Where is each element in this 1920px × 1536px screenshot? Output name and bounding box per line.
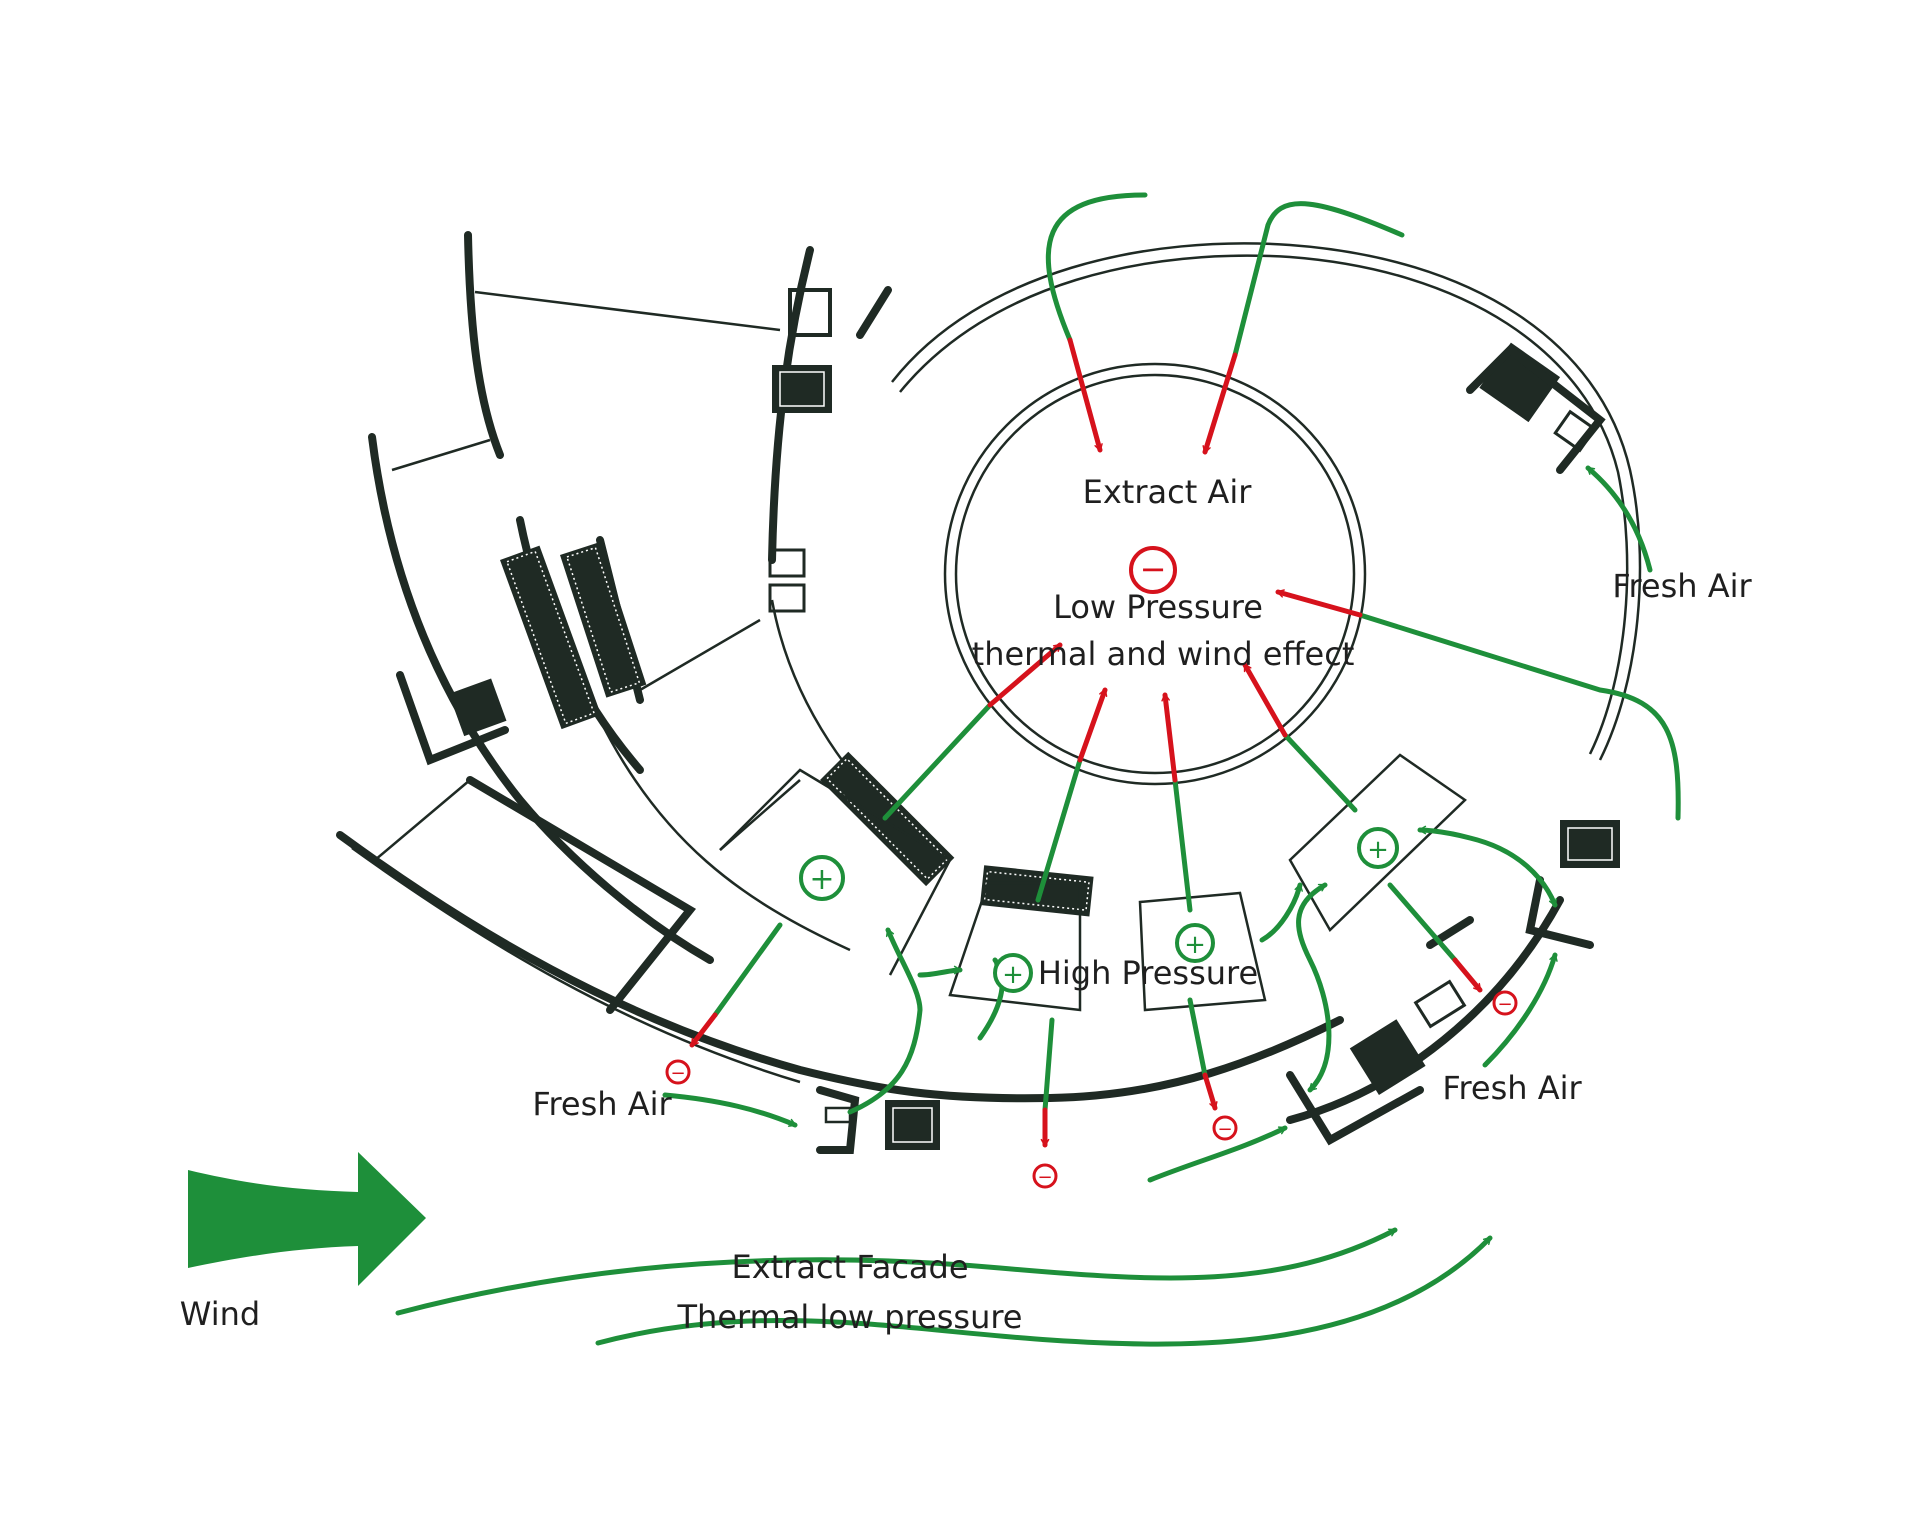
svg-text:+: + (809, 862, 834, 897)
core-se-loop (1296, 882, 1332, 1093)
west-core-wall-2 (856, 286, 892, 339)
radial-line-2 (391, 438, 491, 472)
label-low-pressure: Low Pressure (1053, 588, 1263, 626)
plus-circle-icon: + (799, 855, 845, 901)
inner-arc-2 (598, 719, 851, 952)
outer-facade (891, 242, 1642, 761)
south-facade (336, 831, 1344, 1103)
outer-facade-bottom (1286, 896, 1564, 1124)
core-se-link (1259, 882, 1303, 943)
plus-circle-icon: + (1357, 827, 1399, 869)
svg-text:−: − (1140, 550, 1167, 588)
label-fresh-air-bottom-right: Fresh Air (1442, 1069, 1582, 1107)
minus-circle-icon: − (1032, 1163, 1058, 1189)
radial-line-1 (474, 290, 781, 332)
atrium-ring (943, 362, 1367, 786)
fresh-air-se-flow (1147, 1125, 1288, 1183)
atrium-ring-inner (954, 373, 1356, 775)
extract-inflow-right-red (1202, 352, 1238, 455)
core-e-loop (1417, 825, 1558, 908)
west-wall-outer (464, 231, 504, 459)
outflow-west-red (689, 1012, 718, 1048)
svg-text:−: − (1217, 1119, 1232, 1140)
radial-line-4 (639, 618, 761, 692)
core-northeast (1466, 342, 1606, 474)
label-fresh-air-right: Fresh Air (1612, 567, 1752, 605)
label-extract-facade: Extract Facade (731, 1248, 968, 1286)
facade-flow-2 (595, 1235, 1493, 1347)
east-inflow (1357, 612, 1681, 821)
svg-text:+: + (1002, 960, 1024, 990)
escalator-4 (980, 865, 1094, 917)
label-extract-air: Extract Air (1083, 473, 1253, 511)
minus-circle-icon: − (1492, 990, 1518, 1016)
plus-circle-icon: + (1175, 923, 1215, 963)
core-west (396, 671, 509, 766)
extract-inflow-left-red (1067, 337, 1103, 453)
label-thermal-low-pressure: Thermal low pressure (677, 1298, 1023, 1336)
extract-inflow-right (1232, 201, 1405, 358)
label-fresh-air-left: Fresh Air (532, 1085, 672, 1123)
facade-flow-1 (395, 1227, 1398, 1316)
flow-s (1172, 777, 1193, 913)
core-south-loop (847, 930, 960, 1115)
extract-inflow-left (1045, 192, 1148, 343)
west-wall-2 (368, 433, 714, 964)
flow-west (882, 702, 993, 821)
south-facade-inner (351, 846, 801, 1084)
outflow-east (1387, 882, 1458, 963)
svg-text:−: − (1037, 1167, 1052, 1188)
labels: Extract Air Low Pressure thermal and win… (180, 473, 1753, 1336)
flow-west-red (987, 642, 1063, 708)
airflow-arrows (188, 192, 1681, 1347)
fresh-air-left-arrow (662, 1092, 798, 1128)
flow-sw-red (1077, 687, 1108, 763)
escalator-2 (560, 542, 647, 698)
wind-arrow-icon (188, 1152, 426, 1286)
core-northwest (768, 288, 832, 613)
core-south (816, 1086, 940, 1154)
radial-line-3 (374, 779, 471, 861)
flow-se (1282, 732, 1358, 813)
escalator-1 (499, 545, 602, 730)
outflow-west (712, 922, 783, 1018)
outflow-south2-red (1202, 1072, 1218, 1111)
room-plus-3 (1138, 891, 1267, 1012)
svg-text:+: + (1184, 930, 1206, 960)
label-wind: Wind (180, 1295, 260, 1333)
core-east (1525, 820, 1620, 949)
fresh-air-right-arrow (1585, 465, 1653, 573)
label-low-pressure-sub: thermal and wind effect (972, 635, 1355, 673)
plus-circle-icon: + (993, 953, 1033, 993)
east-inflow-red (1275, 589, 1363, 618)
svg-text:−: − (670, 1063, 685, 1084)
west-room-wall (466, 776, 697, 1014)
outflow-south2 (1187, 997, 1208, 1078)
outer-facade-inner (899, 254, 1629, 755)
svg-text:+: + (1367, 835, 1389, 865)
flow-s-red (1161, 692, 1178, 783)
fresh-air-br-arrow (1482, 952, 1558, 1068)
outflow-east-red (1452, 957, 1483, 993)
minus-circle-icon: − (1212, 1115, 1238, 1141)
flow-sw (1035, 757, 1083, 903)
minus-circle-icon: − (1129, 546, 1177, 594)
pressure-markers: − + + + + − − − (665, 546, 1518, 1189)
building-plan (336, 231, 1642, 1154)
outflow-south (1042, 1017, 1055, 1113)
label-high-pressure: High Pressure (1038, 954, 1258, 992)
flow-se-red (1242, 662, 1288, 738)
svg-text:−: − (1497, 994, 1512, 1015)
room-plus-1 (719, 768, 952, 976)
minus-circle-icon: − (665, 1059, 691, 1085)
